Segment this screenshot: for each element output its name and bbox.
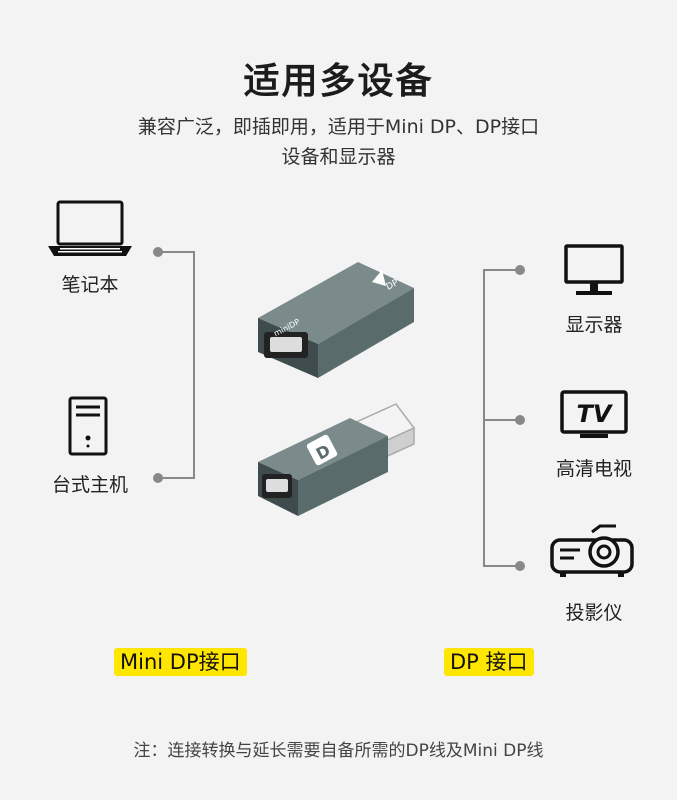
right-node-projector: [515, 561, 525, 571]
right-node-tv: [515, 415, 525, 425]
left-node-laptop: [153, 247, 163, 257]
right-node-monitor: [515, 265, 525, 275]
laptop-icon: [48, 200, 132, 256]
device-label-laptop: 笔记本: [61, 274, 119, 296]
interface-right-label: DP 接口: [444, 648, 534, 676]
footer-note: 注：连接转换与延长需要自备所需的DP线及Mini DP线: [133, 741, 544, 761]
interface-right-badge: DP 接口: [444, 648, 534, 676]
left-node-desktop: [153, 473, 163, 483]
subtitle-line-1: 兼容广泛，即插即用，适用于Mini DP、DP接口: [137, 116, 540, 138]
device-label-desktop: 台式主机: [51, 474, 128, 496]
left-connector-lines: [158, 251, 195, 479]
adapter-top: miniDP DP: [258, 262, 414, 378]
subtitle-line-2: 设备和显示器: [281, 146, 396, 168]
device-label-projector: 投影仪: [565, 602, 623, 624]
projector-icon: [550, 524, 634, 577]
page-subtitle: 兼容广泛，即插即用，适用于Mini DP、DP接口 设备和显示器: [0, 112, 677, 172]
interface-left-label: Mini DP接口: [114, 648, 247, 676]
page-title: 适用多设备: [243, 61, 434, 102]
device-label-monitor: 显示器: [565, 314, 623, 336]
right-connector-lines: [483, 269, 520, 567]
tv-icon: TV: [560, 390, 628, 438]
interface-left-badge: Mini DP接口: [114, 648, 247, 676]
adapter-bottom: D: [258, 403, 416, 516]
monitor-icon: [564, 244, 624, 295]
svg-text:TV: TV: [577, 400, 614, 428]
device-label-tv: 高清电视: [555, 458, 632, 480]
desktop-tower-icon: [68, 396, 108, 456]
